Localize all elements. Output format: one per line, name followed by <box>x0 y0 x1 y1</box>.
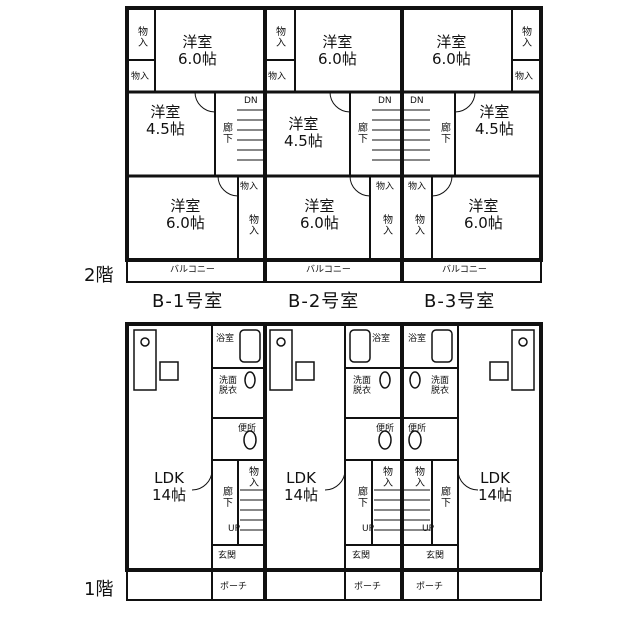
room-name: 洋室 <box>322 33 353 51</box>
room-size: 6.0帖 <box>432 50 471 69</box>
room-size: 6.0帖 <box>166 214 205 233</box>
u1-hall: 廊下 <box>220 122 232 144</box>
u3-storage-lower: 物入 <box>412 466 424 488</box>
floor-label-lower: 1階 <box>84 579 114 600</box>
u3-hall: 廊下 <box>438 122 450 144</box>
u2-bottom-storage: 物入 <box>380 214 392 236</box>
u1-stair-storage: 物入 <box>240 182 259 192</box>
room-size: 6.0帖 <box>318 50 357 69</box>
u2-toilet: 便所 <box>376 424 395 434</box>
u1-hall-lower: 廊下 <box>220 486 232 508</box>
room-name: 洋室 <box>468 197 499 215</box>
room-name: LDK <box>286 469 316 487</box>
u2-stair-down: DN <box>378 96 392 106</box>
u1-porch: ポーチ <box>220 582 248 592</box>
u3-hall-lower: 廊下 <box>438 486 450 508</box>
room-size: 6.0帖 <box>464 214 503 233</box>
floor-label-upper: 2階 <box>84 265 114 286</box>
u1-stair-up: UP <box>228 524 241 534</box>
room-name: 洋室 <box>150 103 181 121</box>
room-name: 洋室 <box>304 197 335 215</box>
u1-balcony: バルコニー <box>170 265 215 275</box>
u2-bath: 浴室 <box>372 334 391 344</box>
u1-toilet: 便所 <box>238 424 257 434</box>
room-size: 14帖 <box>152 486 187 505</box>
u3-bath: 浴室 <box>408 334 427 344</box>
u3-top-storage: 物入 <box>519 26 531 48</box>
room-size: 6.0帖 <box>178 50 217 69</box>
room-name: 洋室 <box>170 197 201 215</box>
u2-top-storage-2: 物入 <box>268 72 287 82</box>
u1-top-storage: 物入 <box>135 26 147 48</box>
room-size: 14帖 <box>478 486 513 505</box>
u2-porch: ポーチ <box>354 582 382 592</box>
room-size: 6.0帖 <box>300 214 339 233</box>
unit-label-b3: B-3号室 <box>424 291 496 312</box>
u1-entrance: 玄関 <box>218 551 237 561</box>
u1-top-storage-2: 物入 <box>131 72 150 82</box>
room-name: 洋室 <box>288 115 319 133</box>
u3-balcony: バルコニー <box>442 265 487 275</box>
u3-bottom-storage: 物入 <box>412 214 424 236</box>
room-size: 4.5帖 <box>146 120 185 139</box>
u2-hall: 廊下 <box>355 122 367 144</box>
u2-balcony: バルコニー <box>306 265 351 275</box>
u3-toilet: 便所 <box>408 424 427 434</box>
u2-top-storage: 物入 <box>273 26 285 48</box>
u1-bottom-storage: 物入 <box>246 214 258 236</box>
room-name: 洋室 <box>479 103 510 121</box>
room-name: 洋室 <box>436 33 467 51</box>
room-name: LDK <box>154 469 184 487</box>
room-size: 4.5帖 <box>475 120 514 139</box>
u2-stair-up: UP <box>362 524 375 534</box>
unit-label-b2: B-2号室 <box>288 291 360 312</box>
u3-washroom: 洗面脱衣 <box>430 376 449 397</box>
u1-washroom: 洗面脱衣 <box>218 376 237 397</box>
u2-stair-storage: 物入 <box>376 182 395 192</box>
u3-stair-storage: 物入 <box>408 182 427 192</box>
u3-entrance: 玄関 <box>426 551 445 561</box>
u3-stair-up: UP <box>422 524 435 534</box>
u1-bath: 浴室 <box>216 334 235 344</box>
u2-hall-lower: 廊下 <box>355 486 367 508</box>
unit-label-b1: B-1号室 <box>152 291 224 312</box>
room-size: 14帖 <box>284 486 319 505</box>
u3-stair-down: DN <box>410 96 424 106</box>
u1-stair-down: DN <box>244 96 258 106</box>
room-name: LDK <box>480 469 510 487</box>
u3-porch: ポーチ <box>416 582 444 592</box>
room-size: 4.5帖 <box>284 132 323 151</box>
u3-top-storage-2: 物入 <box>515 72 534 82</box>
u2-entrance: 玄関 <box>352 551 371 561</box>
room-name: 洋室 <box>182 33 213 51</box>
u1-storage-lower: 物入 <box>246 466 258 488</box>
u2-washroom: 洗面脱衣 <box>352 376 371 397</box>
u2-storage-lower: 物入 <box>380 466 392 488</box>
